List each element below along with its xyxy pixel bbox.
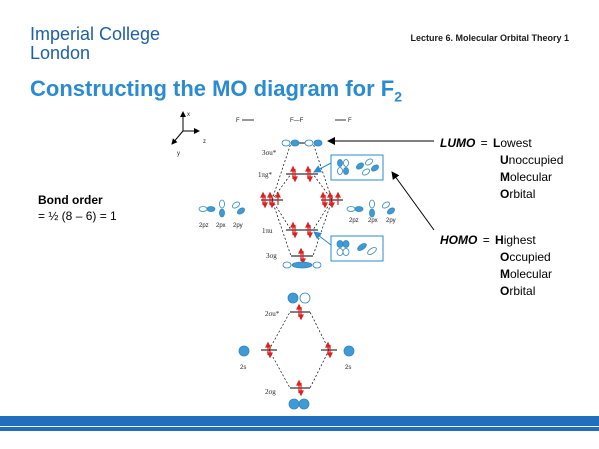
orbital-right-2p-shapes: [346, 199, 395, 218]
pi-orbital-box: [330, 235, 384, 262]
right-2py-label: 2py: [386, 218, 396, 224]
axes-icon: x z y: [171, 111, 206, 157]
homo-word-4: Orbital: [500, 284, 536, 298]
mo-label-2sigma-g: 2σg: [265, 388, 276, 396]
footer-band-thin: [0, 427, 599, 431]
lumo-word-3: Molecular: [500, 170, 553, 184]
molecule-label: F—F: [290, 118, 304, 124]
homo-word-1: Highest: [495, 233, 536, 247]
logo: Imperial College London: [30, 25, 160, 63]
left-2px-label: 2px: [216, 223, 226, 229]
orbital-left-2p-shapes: [198, 199, 245, 218]
homo-definition: HOMO = Highest Occupied Molecular Orbita…: [440, 232, 552, 300]
bond-order-formula: = ½ (8 – 6) = 1: [38, 209, 117, 223]
bond-order-label: Bond order: [38, 193, 103, 207]
mo-label-1pi-g-star: 1πg*: [258, 171, 273, 179]
mo-label-3sigma-u-star: 3σu*: [262, 149, 277, 157]
left-2s-label: 2s: [240, 365, 246, 371]
axis-y-label: y: [177, 151, 180, 157]
electrons-left-2s: [265, 341, 273, 359]
right-2pz-label: 2pz: [349, 218, 359, 224]
slide-title-subscript: 2: [394, 88, 403, 105]
logo-line-2: London: [30, 43, 91, 63]
s-correlation-lines: [268, 311, 330, 389]
right-2px-label: 2px: [368, 218, 378, 224]
homo-word-3: Molecular: [500, 267, 553, 281]
slide-title: Constructing the MO diagram for F2: [30, 76, 402, 104]
orbital-shapes: [198, 139, 395, 410]
homo-word-2: Occupied: [500, 250, 551, 264]
lumo-word-4: Orbital: [500, 187, 536, 201]
electrons-3sigma-g: [298, 247, 306, 265]
mo-label-3sigma-g: 3σg: [266, 252, 277, 260]
orbital-right-2s-shape: [343, 345, 355, 357]
homo-key: HOMO: [440, 233, 478, 247]
electrons-left-2p: [260, 191, 281, 209]
lumo-word-1: Lowest: [493, 136, 532, 150]
bond-order-block: Bond order = ½ (8 – 6) = 1: [38, 192, 117, 224]
electrons-1pi-g-star: [290, 165, 313, 183]
electrons-2sigma-g: [296, 379, 304, 397]
orbital-3sigma-u-star-shape: [281, 139, 323, 147]
electrons-right-2p: [320, 191, 341, 209]
right-2s-label: 2s: [345, 365, 351, 371]
lecture-title: Lecture 6. Molecular Orbital Theory 1: [410, 33, 569, 43]
electrons: [260, 165, 341, 397]
pi-star-orbital-box: [330, 154, 384, 181]
axis-x-label: x: [187, 112, 190, 118]
homo-equals: =: [482, 233, 490, 247]
left-2py-label: 2py: [233, 223, 243, 229]
pi-pointer: [313, 231, 332, 246]
logo-line-1: Imperial College: [30, 24, 161, 44]
lumo-key: LUMO: [440, 136, 476, 150]
electrons-1pi-u: [290, 221, 313, 239]
homo-arrow: [391, 171, 435, 231]
left-2pz-label: 2pz: [199, 223, 209, 229]
right-atom-label: F: [348, 118, 352, 124]
electrons-2sigma-u-star: [296, 303, 304, 321]
electrons-right-2s: [325, 341, 333, 359]
lumo-word-2: Unoccupied: [500, 153, 564, 167]
mo-label-1pi-u: 1πu: [262, 227, 273, 235]
footer-band: [0, 416, 599, 426]
orbital-left-2s-shape: [238, 345, 250, 357]
orbital-3sigma-g-shape: [282, 261, 322, 269]
slide-title-main: Constructing the MO diagram for F: [30, 76, 395, 101]
lumo-equals: =: [480, 136, 488, 150]
pi-star-pointer: [313, 162, 332, 173]
mo-label-2sigma-u-star: 2σu*: [265, 310, 280, 318]
orbital-2sigma-u-star-shape: [287, 292, 311, 304]
lumo-definition: LUMO = Lowest Unoccupied Molecular Orbit…: [440, 135, 563, 203]
p-correlation-lines: [271, 142, 333, 257]
orbital-2sigma-g-shape: [288, 398, 310, 410]
left-atom-label: F: [236, 118, 240, 124]
axis-z-label: z: [203, 139, 206, 145]
